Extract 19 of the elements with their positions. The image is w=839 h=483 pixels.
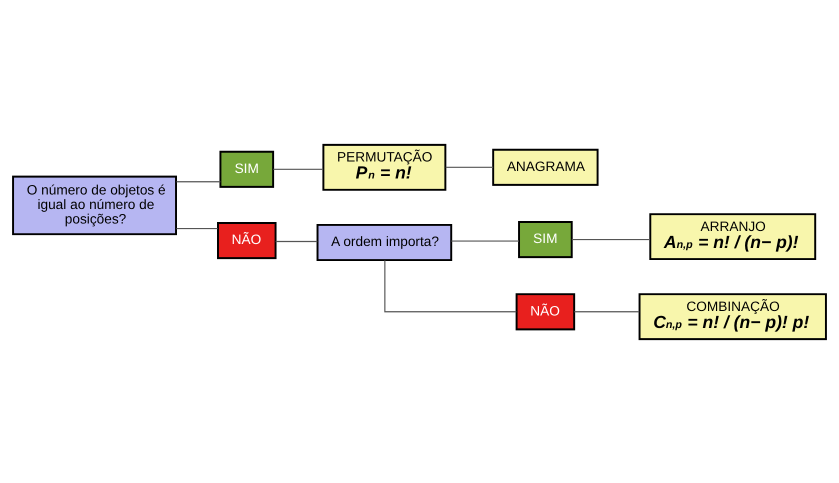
node-box: ARRANJO An,p = n! / (n− p)! — [649, 212, 816, 260]
node-box: COMBINAÇÃO Cn,p = n! / (n− p)! p! — [638, 292, 827, 340]
connector — [273, 168, 324, 170]
connector — [574, 310, 640, 312]
node-box: NÃO — [516, 292, 576, 330]
node-box: A ordem importa? — [316, 223, 452, 261]
node-box: PERMUTAÇÃO Pn = n! — [322, 143, 446, 190]
node-box: NÃO — [217, 222, 277, 259]
node-box: O número de objetos é igual ao número de posições? — [12, 175, 177, 235]
connector — [176, 180, 220, 182]
connector — [276, 240, 318, 242]
connector — [446, 166, 494, 168]
node-box: SIM — [518, 220, 573, 258]
connector — [176, 228, 218, 229]
connector — [451, 240, 520, 242]
connector — [384, 260, 516, 312]
node-box: ANAGRAMA — [492, 148, 599, 186]
connector — [572, 238, 650, 240]
node-box: SIM — [219, 150, 274, 188]
